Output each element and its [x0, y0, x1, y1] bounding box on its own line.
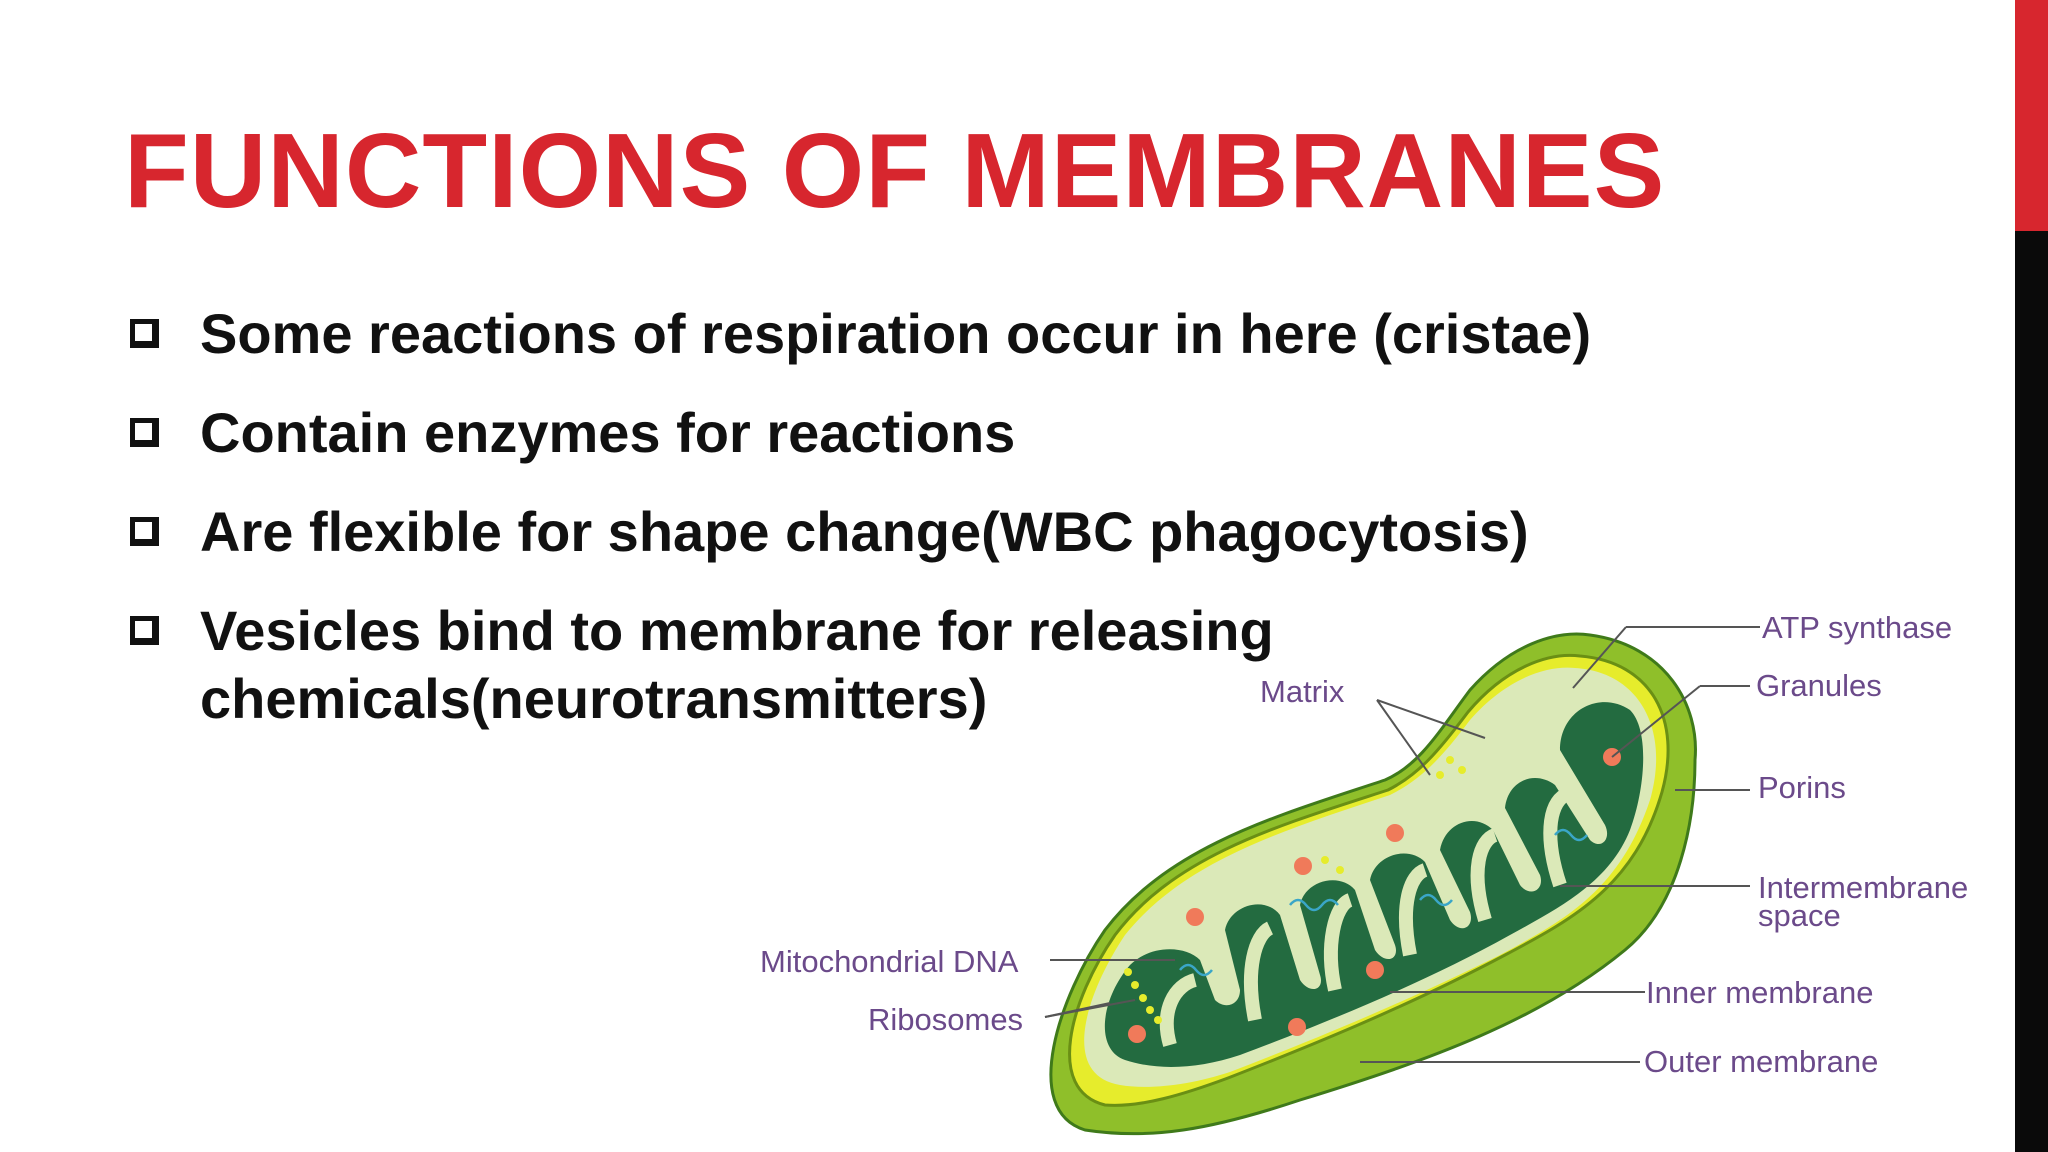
ribosomes — [1124, 756, 1466, 1024]
label-matrix: Matrix — [1260, 674, 1345, 709]
granules — [1128, 748, 1621, 1043]
bullet-item: Are flexible for shape change(WBC phagoc… — [124, 498, 1591, 566]
checkbox-icon — [130, 418, 159, 447]
label-outer-membrane: Outer membrane — [1644, 1044, 1879, 1079]
label-intermembrane-space-2: space — [1758, 898, 1841, 933]
mitochondrial-dna — [1179, 828, 1588, 977]
intermembrane-space — [1084, 667, 1657, 1087]
bullet-text: Vesicles bind to membrane for releasing — [200, 599, 1274, 662]
checkbox-icon — [130, 319, 159, 348]
checkbox-icon — [130, 517, 159, 546]
mitochondrion-illustration — [1044, 626, 1760, 1136]
bullet-item: Contain enzymes for reactions — [124, 399, 1591, 467]
label-ribosomes: Ribosomes — [868, 1002, 1024, 1037]
bullet-item: Vesicles bind to membrane for releasing … — [124, 597, 1591, 733]
label-inner-membrane: Inner membrane — [1646, 975, 1874, 1010]
leader-lines — [1044, 626, 1760, 1063]
label-intermembrane-space-1: Intermembrane — [1758, 870, 1969, 905]
bullet-text: Some reactions of respiration occur in h… — [200, 302, 1592, 365]
label-atp-synthase: ATP synthase — [1762, 610, 1953, 645]
label-granules: Granules — [1756, 668, 1882, 703]
bullet-text-continued: chemicals(neurotransmitters) — [200, 667, 988, 730]
bullet-text: Are flexible for shape change(WBC phagoc… — [200, 500, 1529, 563]
accent-bar-red — [2015, 0, 2048, 231]
matrix — [1104, 702, 1644, 1067]
bullet-item: Some reactions of respiration occur in h… — [124, 300, 1591, 368]
label-mitochondrial-dna: Mitochondrial DNA — [760, 944, 1019, 979]
bullet-text: Contain enzymes for reactions — [200, 401, 1016, 464]
checkbox-icon — [130, 616, 159, 645]
label-porins: Porins — [1758, 770, 1846, 805]
accent-bar-black — [2015, 231, 2048, 1152]
slide-title: FUNCTIONS OF MEMBRANES — [124, 112, 1666, 230]
mitochondrion-diagram: Matrix ATP synthase Granules Porins Inte… — [740, 600, 2040, 1152]
bullet-list: Some reactions of respiration occur in h… — [124, 300, 1591, 764]
